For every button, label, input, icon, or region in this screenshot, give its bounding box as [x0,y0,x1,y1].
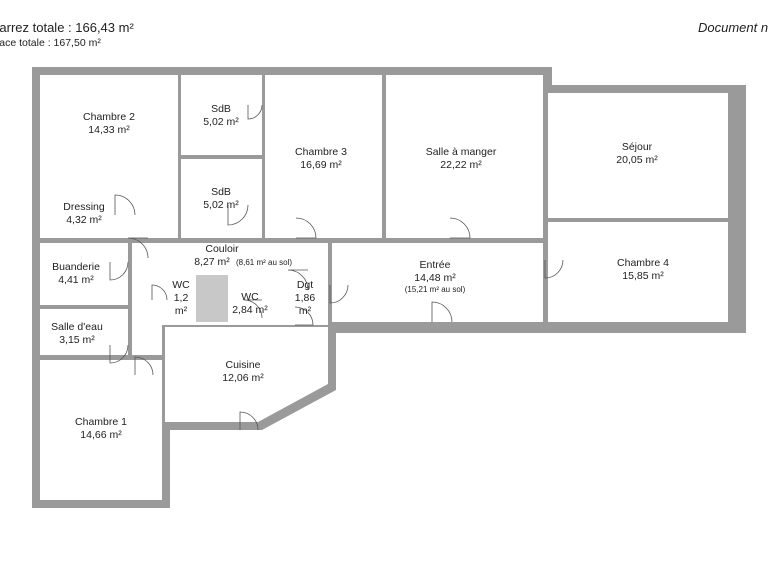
document-note: Document n [698,20,768,35]
door-swing [151,284,168,301]
room-area: 5,02 m² [203,116,239,128]
room-area: 22,22 m² [440,159,482,171]
room-floor-area: (8,61 m² au sol) [236,258,292,267]
room-floor-area: (15,21 m² au sol) [405,285,466,294]
room-name: WC [172,279,190,291]
room-name: Buanderie [52,261,100,273]
room-couloir-8 [132,243,328,270]
room-buanderie-7 [40,243,128,305]
room-area: 3,15 m² [59,334,95,346]
door-swing [247,104,263,120]
room-entrée-9 [332,243,543,322]
room-sdb-1 [181,75,262,155]
room-area: 5,02 m² [203,199,239,211]
room-area: 12,06 m² [222,372,264,384]
room-name: Dressing [63,201,105,213]
door-swing [431,301,453,323]
room-wc-11 [168,275,195,322]
room-area-unit: m² [299,305,312,317]
door-swing [544,259,564,279]
door-swing [134,356,154,376]
room-area: 20,05 m² [616,154,658,166]
room-name: Chambre 3 [295,146,347,158]
room-name: Séjour [622,141,653,153]
room-name: Dgt [297,279,313,291]
room-salle-à-manger-4 [386,75,543,238]
room-name: SdB [211,186,231,198]
room-area: 8,27 m² [194,256,230,268]
room-area: 2,84 m² [232,304,268,316]
room-name: Couloir [205,243,239,255]
carrez-total: Carrez totale : 166,43 m² [0,20,134,35]
door-swing [243,299,263,319]
room-cuisine-15 [165,327,328,422]
room-dressing-6 [40,185,135,238]
room-area: 16,69 m² [300,159,342,171]
door-swing [127,237,149,259]
door-swing [295,217,317,239]
room-name: Entrée [420,259,451,271]
room-area: 1,86 [295,292,316,304]
room-area: 1,2 [174,292,189,304]
door-swing [294,306,314,326]
door-swing [449,217,471,239]
room-chambre--3 [265,75,382,238]
room-name: Cuisine [225,359,260,371]
room-sdb-2 [181,159,262,238]
room-name: SdB [211,103,231,115]
door-swing [239,411,259,431]
door-swing [227,204,249,226]
room-area: 14,33 m² [88,124,130,136]
door-swing [287,269,309,291]
room-salle-d-eau-14 [40,309,128,355]
room-area: 14,48 m² [414,272,456,284]
room-chambre--16 [40,360,162,500]
room-dgt-13 [286,275,326,322]
shaft [196,275,228,322]
room-name: Salle d'eau [51,321,103,333]
room-area: 15,85 m² [622,270,664,282]
surface-totale: Surface totale : 167,50 m² [0,37,101,49]
room-area: 4,41 m² [58,274,94,286]
door-swing [114,194,136,216]
room-area: 4,32 m² [66,214,102,226]
room-area-unit: m² [175,305,188,317]
door-swing [329,284,349,304]
room-name: Chambre 4 [617,257,669,269]
room-séjour-5 [548,93,728,218]
room-chambre--10 [548,222,728,322]
room-name: Salle à manger [426,146,497,158]
door-swing [109,261,129,281]
door-swing [109,344,129,364]
room-name: WC [241,291,259,303]
room-name: Chambre 1 [75,416,127,428]
room-area: 14,66 m² [80,429,122,441]
room-name: Chambre 2 [83,111,135,123]
room-wc-12 [230,275,283,322]
